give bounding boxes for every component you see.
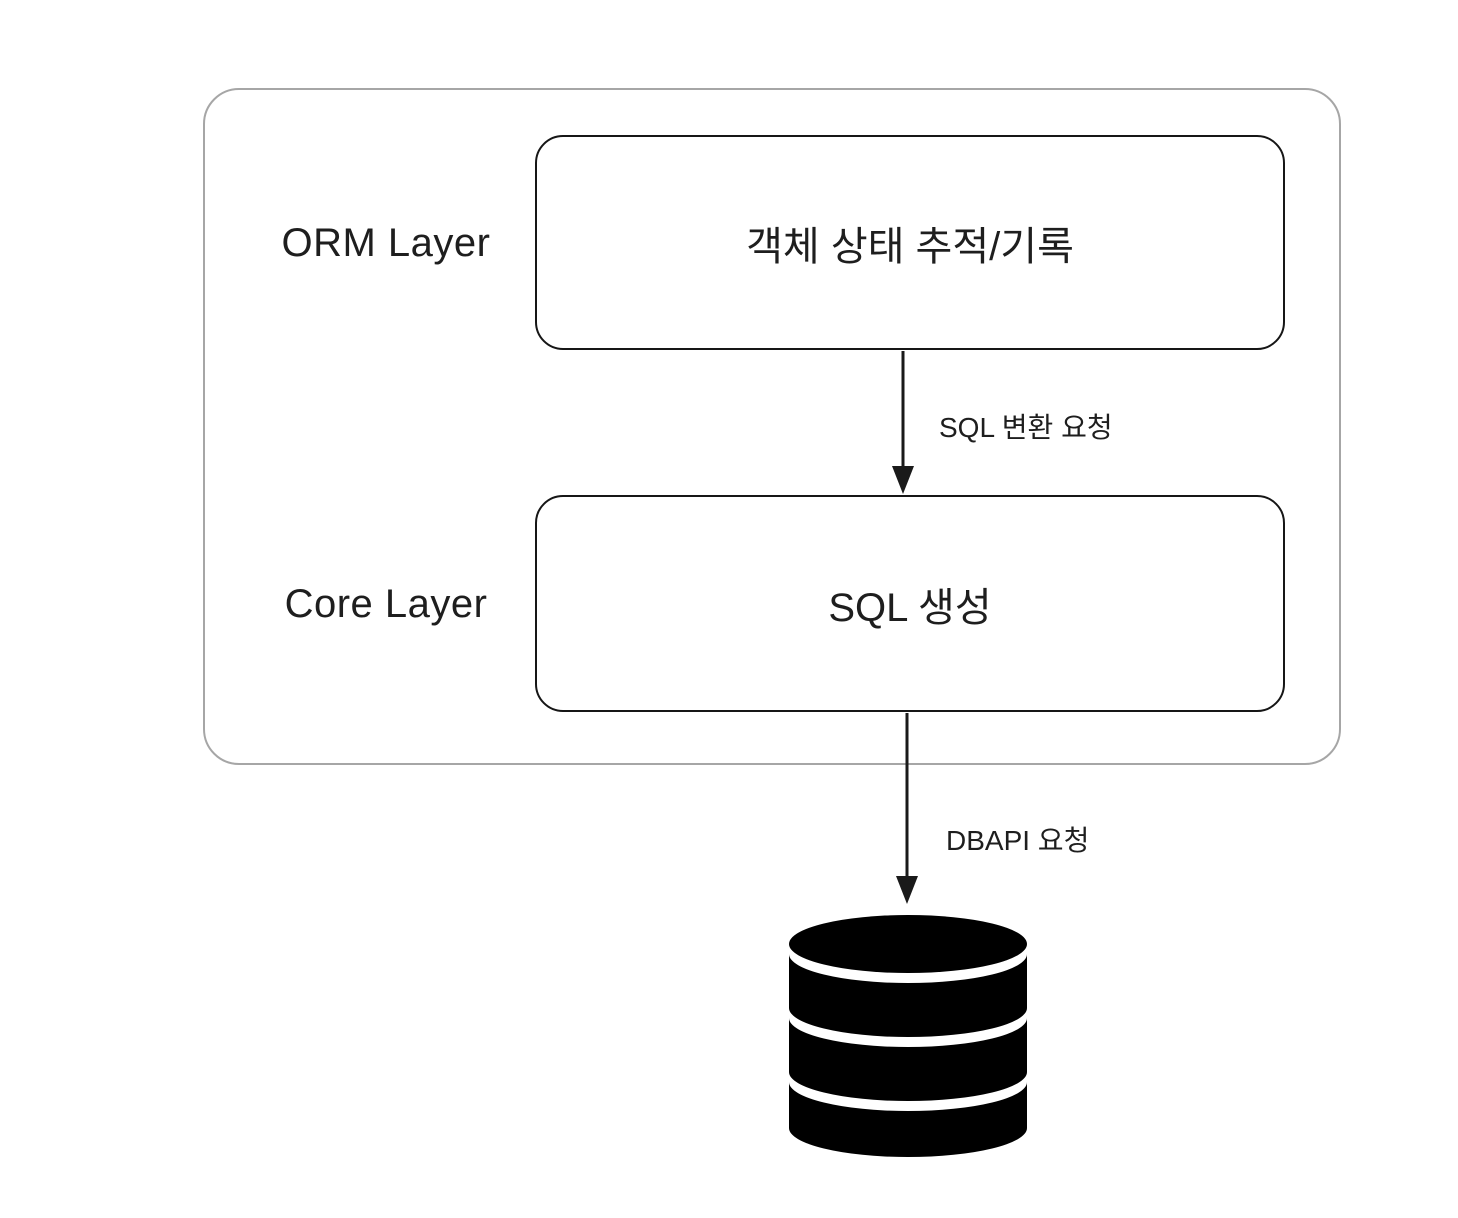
arrowhead-down-icon xyxy=(896,876,918,904)
core-layer-label-text: Core Layer xyxy=(284,581,488,626)
database-icon xyxy=(787,915,1029,1157)
arrow-label-dbapi: DBAPI 요청 xyxy=(946,820,1089,858)
orm-layer-label-text: ORM Layer xyxy=(281,220,491,265)
arrow-label-sql-convert: SQL 변환 요청 xyxy=(939,407,1113,445)
arrow-label-dbapi-text: DBAPI 요청 xyxy=(946,825,1090,856)
core-box: SQL 생성 xyxy=(535,495,1285,712)
orm-box: 객체 상태 추적/기록 xyxy=(535,135,1285,350)
database-cylinder-icon xyxy=(789,915,1027,1157)
core-box-text: SQL 생성 xyxy=(828,585,992,630)
orm-box-text: 객체 상태 추적/기록 xyxy=(746,224,1074,269)
core-layer-label: Core Layer xyxy=(246,578,526,630)
arrow-label-sql-convert-text: SQL 변환 요청 xyxy=(939,412,1113,443)
orm-layer-label: ORM Layer xyxy=(246,217,526,269)
